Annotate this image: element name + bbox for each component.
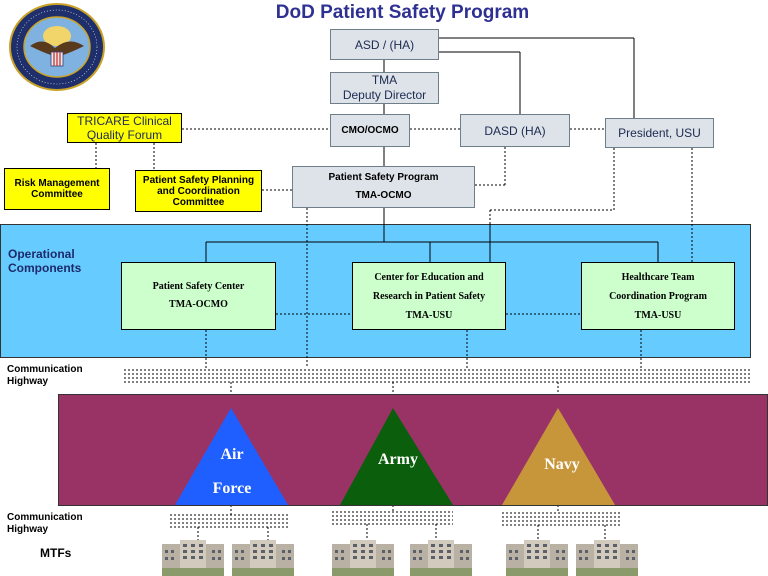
ps-program-line-2: TMA-OCMO <box>355 190 412 201</box>
mtf-building-icon <box>232 540 294 576</box>
healthcare-team-box: Healthcare Team Coordination Program TMA… <box>581 262 735 330</box>
risk-management-box: Risk Management Committee <box>4 168 110 210</box>
htc-line-3: TMA-USU <box>634 309 682 321</box>
psc-line-1: Patient Safety Center <box>152 281 245 292</box>
patient-safety-center-box: Patient Safety Center TMA-OCMO <box>121 262 276 330</box>
comm-top-line-1: Communication <box>7 364 83 375</box>
psc-line-2: TMA-OCMO <box>169 299 228 310</box>
army-label: Army <box>378 451 418 468</box>
operational-components-label: Operational Components <box>8 247 81 275</box>
air-force-label: Air Force <box>196 438 268 506</box>
army-triangle <box>340 408 453 505</box>
mtf-building-icon <box>410 540 472 576</box>
operational-label-line-1: Operational <box>8 247 75 261</box>
tricare-forum-box: TRICARE Clinical Quality Forum <box>67 113 182 143</box>
cerps-line-3: TMA-USU <box>405 309 453 321</box>
tricare-line-1: TRICARE Clinical <box>77 114 172 128</box>
htc-line-2: Coordination Program <box>609 290 707 302</box>
navy-triangle <box>502 408 615 505</box>
cerps-line-2: Research in Patient Safety <box>372 290 486 302</box>
ps-program-line-1: Patient Safety Program <box>328 172 439 183</box>
communication-highway-label-bottom: Communication Highway <box>7 512 83 536</box>
risk-mgmt-line-1: Risk Management <box>14 178 100 189</box>
dasd-ha-box: DASD (HA) <box>460 114 570 147</box>
cerps-line-1: Center for Education and <box>374 271 484 283</box>
htc-line-1: Healthcare Team <box>621 271 695 283</box>
ps-planning-line-1: Patient Safety Planning <box>142 174 255 186</box>
comm-top-line-2: Highway <box>7 376 49 387</box>
comm-bottom-line-2: Highway <box>7 524 49 535</box>
ps-planning-line-2: and Coordination <box>157 185 240 197</box>
dod-seal-icon <box>9 3 105 91</box>
tma-deputy-box: TMA Deputy Director <box>330 72 439 104</box>
air-force-triangle <box>175 408 288 505</box>
air-force-line-2: Force <box>212 480 252 497</box>
ps-planning-line-3: Committee <box>172 196 225 208</box>
comm-bottom-line-1: Communication <box>7 512 83 523</box>
mtf-building-icon <box>506 540 568 576</box>
tricare-line-2: Quality Forum <box>86 128 163 142</box>
tma-label: TMA <box>371 73 398 87</box>
cmo-ocmo-box: CMO/OCMO <box>330 114 410 147</box>
mtfs-label: MTFs <box>40 546 72 560</box>
risk-mgmt-line-2: Committee <box>31 189 83 200</box>
page-title: DoD Patient Safety Program <box>275 2 530 23</box>
ps-program-box: Patient Safety Program TMA-OCMO <box>292 166 475 208</box>
communication-highway-label-top: Communication Highway <box>7 364 83 388</box>
mtf-building-icon <box>162 540 224 576</box>
dasd-ha-label: DASD (HA) <box>484 123 546 138</box>
asd-ha-label: ASD / (HA) <box>354 37 415 52</box>
navy-label: Navy <box>544 456 580 473</box>
air-force-line-1: Air <box>220 446 244 463</box>
deputy-director-label: Deputy Director <box>342 88 427 102</box>
center-education-research-box: Center for Education and Research in Pat… <box>352 262 506 330</box>
operational-label-line-2: Components <box>8 261 82 275</box>
ps-planning-box: Patient Safety Planning and Coordination… <box>135 170 262 212</box>
asd-ha-box: ASD / (HA) <box>330 29 439 60</box>
cmo-ocmo-label: CMO/OCMO <box>341 125 399 136</box>
mtf-building-icon <box>576 540 638 576</box>
president-usu-box: President, USU <box>605 118 714 148</box>
mtf-building-icon <box>332 540 394 576</box>
president-usu-label: President, USU <box>618 126 701 140</box>
